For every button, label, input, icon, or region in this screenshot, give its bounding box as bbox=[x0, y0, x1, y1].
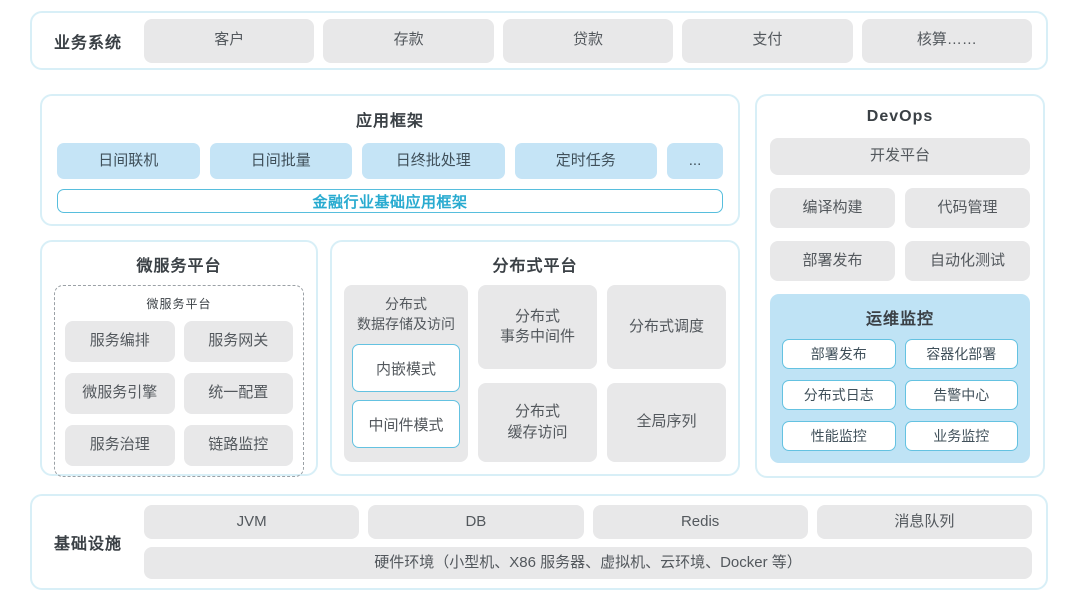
business-system-payment: 支付 bbox=[682, 18, 853, 63]
infra-item-redis: Redis bbox=[592, 505, 808, 539]
hardware-environment-box: 硬件环境（小型机、X86 服务器、虚拟机、云环境、Docker 等） bbox=[144, 547, 1032, 579]
microservice-grid: 服务编排 服务网关 微服务引擎 统一配置 服务治理 链路监控 bbox=[65, 321, 293, 466]
code-management-box: 代码管理 bbox=[905, 188, 1030, 228]
service-orchestration-box: 服务编排 bbox=[65, 321, 175, 362]
distributed-storage-title: 分布式 数据存储及访问 bbox=[357, 296, 455, 332]
distributed-right-column: 分布式调度 全局序列 bbox=[607, 285, 726, 462]
dev-platform-box: 开发平台 bbox=[770, 138, 1030, 175]
financial-base-framework-box: 金融行业基础应用框架 bbox=[57, 189, 723, 213]
devops-title: DevOps bbox=[866, 108, 934, 125]
distributed-transaction-box: 分布式 事务中间件 bbox=[478, 285, 597, 369]
microservice-title: 微服务平台 bbox=[136, 258, 222, 275]
business-systems-panel: 业务系统 客户 存款 贷款 支付 核算…… bbox=[30, 11, 1048, 70]
build-box: 编译构建 bbox=[770, 188, 895, 228]
ops-monitoring-grid: 部署发布 容器化部署 分布式日志 告警中心 性能监控 业务监控 bbox=[782, 339, 1018, 451]
item-eod-batch: 日终批处理 bbox=[362, 143, 505, 179]
distributed-storage-box: 分布式 数据存储及访问 内嵌模式 中间件模式 bbox=[344, 285, 468, 462]
trace-monitor-box: 链路监控 bbox=[183, 425, 293, 466]
item-scheduled-task: 定时任务 bbox=[514, 143, 657, 179]
monitor-distributed-log: 分布式日志 bbox=[782, 380, 896, 410]
app-framework-title: 应用框架 bbox=[355, 113, 424, 130]
monitor-business: 业务监控 bbox=[904, 421, 1018, 451]
infra-item-jvm: JVM bbox=[144, 505, 360, 539]
item-more: ... bbox=[667, 143, 723, 179]
infrastructure-row: JVM DB Redis 消息队列 bbox=[144, 505, 1032, 539]
ops-monitoring-panel: 运维监控 部署发布 容器化部署 分布式日志 告警中心 性能监控 业务监控 bbox=[770, 294, 1030, 463]
monitor-performance: 性能监控 bbox=[782, 421, 896, 451]
distributed-scheduler-box: 分布式调度 bbox=[607, 285, 726, 369]
business-systems-label: 业务系统 bbox=[53, 34, 122, 52]
distributed-panel: 分布式平台 分布式 数据存储及访问 内嵌模式 中间件模式 分布式 事务中间件 分… bbox=[330, 240, 740, 476]
microservice-panel: 微服务平台 微服务平台 服务编排 服务网关 微服务引擎 统一配置 服务治理 链路… bbox=[40, 240, 318, 477]
devops-panel: DevOps 开发平台 编译构建 代码管理 部署发布 自动化测试 运维监控 部署… bbox=[755, 94, 1045, 478]
ops-monitoring-title: 运维监控 bbox=[865, 311, 934, 328]
distributed-cache-box: 分布式 缓存访问 bbox=[478, 383, 597, 462]
item-daytime-online: 日间联机 bbox=[57, 143, 200, 179]
microservice-inner-box: 微服务平台 服务编排 服务网关 微服务引擎 统一配置 服务治理 链路监控 bbox=[54, 285, 304, 477]
business-systems-row: 客户 存款 贷款 支付 核算…… bbox=[144, 18, 1033, 63]
microservice-inner-title: 微服务平台 bbox=[146, 297, 212, 311]
devops-grid: 编译构建 代码管理 部署发布 自动化测试 bbox=[770, 188, 1030, 281]
microservice-engine-box: 微服务引擎 bbox=[65, 373, 175, 414]
unified-config-box: 统一配置 bbox=[183, 373, 293, 414]
business-system-loan: 贷款 bbox=[502, 18, 674, 63]
app-framework-row: 日间联机 日间批量 日终批处理 定时任务 ... bbox=[57, 143, 723, 179]
embedded-mode-box: 内嵌模式 bbox=[352, 344, 460, 393]
infra-item-db: DB bbox=[368, 505, 584, 539]
infra-item-message-queue: 消息队列 bbox=[816, 505, 1032, 539]
infrastructure-body: JVM DB Redis 消息队列 硬件环境（小型机、X86 服务器、虚拟机、云… bbox=[144, 505, 1032, 579]
monitor-alert-center: 告警中心 bbox=[904, 380, 1018, 410]
business-system-accounting: 核算…… bbox=[861, 18, 1033, 63]
distributed-title: 分布式平台 bbox=[492, 258, 578, 275]
business-system-deposit: 存款 bbox=[323, 18, 494, 63]
deploy-release-box: 部署发布 bbox=[770, 241, 895, 281]
service-governance-box: 服务治理 bbox=[65, 425, 175, 466]
distributed-body: 分布式 数据存储及访问 内嵌模式 中间件模式 分布式 事务中间件 分布式 缓存访… bbox=[344, 285, 726, 462]
infrastructure-label: 基础设施 bbox=[53, 536, 122, 553]
item-daytime-batch: 日间批量 bbox=[209, 143, 352, 179]
service-gateway-box: 服务网关 bbox=[183, 321, 293, 362]
monitor-container-deploy: 容器化部署 bbox=[904, 339, 1018, 369]
distributed-middle-column: 分布式 事务中间件 分布式 缓存访问 bbox=[478, 285, 597, 462]
global-sequence-box: 全局序列 bbox=[607, 383, 726, 462]
automated-test-box: 自动化测试 bbox=[905, 241, 1030, 281]
business-system-customer: 客户 bbox=[144, 18, 315, 63]
infrastructure-panel: 基础设施 JVM DB Redis 消息队列 硬件环境（小型机、X86 服务器、… bbox=[30, 494, 1048, 590]
app-framework-panel: 应用框架 日间联机 日间批量 日终批处理 定时任务 ... 金融行业基础应用框架 bbox=[40, 94, 740, 226]
middleware-mode-box: 中间件模式 bbox=[352, 400, 460, 449]
monitor-deploy-release: 部署发布 bbox=[782, 339, 896, 369]
